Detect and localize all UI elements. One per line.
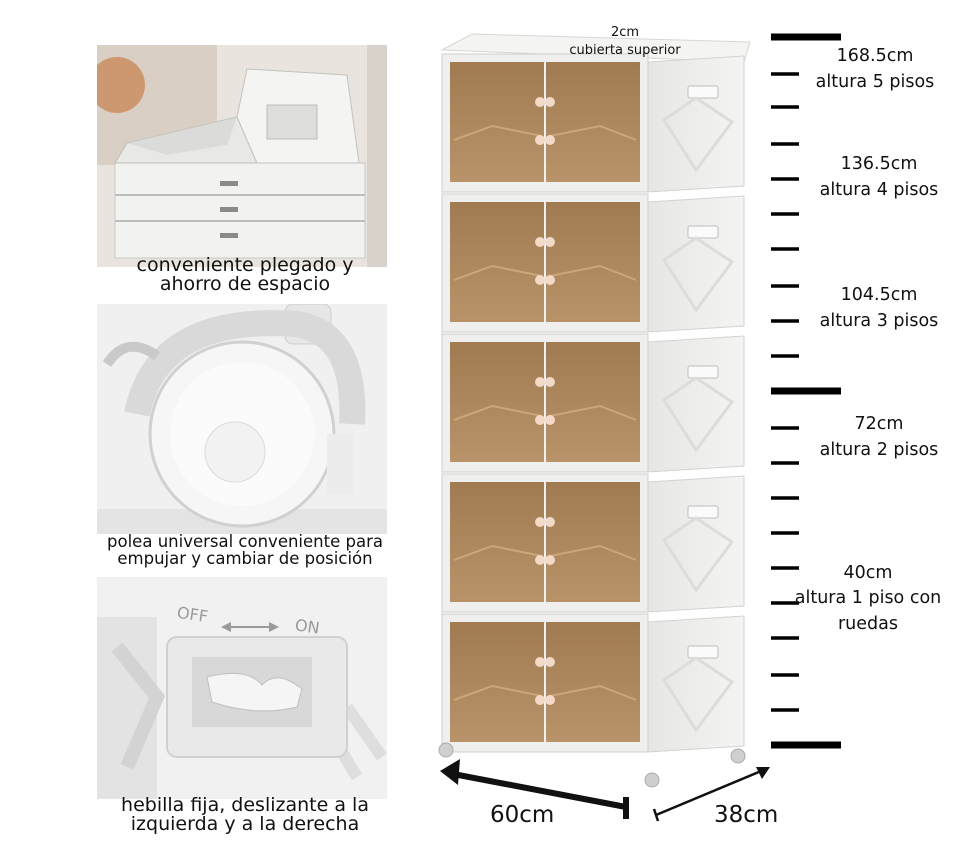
width-dimension: 60cm xyxy=(490,802,555,828)
dimension-arrows xyxy=(440,759,770,822)
cabinet-tier-5-knob-right-bottom xyxy=(545,135,555,145)
depth-dimension: 38cm xyxy=(714,802,779,828)
cabinet-tier-4-door-left xyxy=(450,202,544,322)
feature-image-wheel xyxy=(97,304,387,534)
cabinet-tier-4-knob-right-top xyxy=(545,237,555,247)
cabinet-tier-3-door-right xyxy=(546,342,640,462)
cabinet-tier-1-knob-left-top xyxy=(535,657,545,667)
cabinet-tier-4-knob-left-top xyxy=(535,237,545,247)
cabinet-tier-1-side-handle xyxy=(687,645,719,659)
cabinet-tier-2-side-handle xyxy=(687,505,719,519)
buckle-on-label: ON xyxy=(293,615,321,638)
top-cover-label: cubierta superior xyxy=(569,43,681,59)
storage-cabinet-illustration xyxy=(438,33,751,788)
cabinet-tier-1-knob-left-bottom xyxy=(535,695,545,705)
cabinet-tier-2-knob-right-top xyxy=(545,517,555,527)
cabinet-tier-1-door-right xyxy=(546,622,640,742)
cabinet-tier-1-shelf-right xyxy=(549,684,637,701)
top-cover-thickness: 2cm xyxy=(610,25,640,40)
cabinet-tier-5-knob-right-top xyxy=(545,97,555,107)
height-label-3: 104.5cm altura 3 pisos xyxy=(819,285,939,332)
cabinet-tier-1-knob-right-top xyxy=(545,657,555,667)
cabinet-tier-4-door-right xyxy=(546,202,640,322)
cabinet-tier-2-knob-left-bottom xyxy=(535,555,545,565)
cabinet-tier-3-knob-right-top xyxy=(545,377,555,387)
cabinet-tier-1-door-left xyxy=(450,622,544,742)
cabinet-tier-2-door-left xyxy=(450,482,544,602)
cabinet-tier-3-knob-right-bottom xyxy=(545,415,555,425)
cabinet-tier-5-shelf-right xyxy=(549,124,637,141)
cabinet-tier-2-knob-right-bottom xyxy=(545,555,555,565)
cabinet-tier-2-shelf-left xyxy=(453,544,543,561)
height-label-2: 72cm altura 2 pisos xyxy=(819,414,939,461)
cabinet-tier-4-knob-left-bottom xyxy=(535,275,545,285)
feature-image-folding xyxy=(97,45,387,267)
cabinet-tier-2-side-pattern xyxy=(661,516,735,593)
cabinet-tier-3-side-pattern xyxy=(661,376,735,453)
cabinet-tier-1-shelf-left xyxy=(453,684,543,701)
top-cover-note: 2cm cubierta superior xyxy=(540,24,710,60)
cabinet-tier-5-knob-left-bottom xyxy=(535,135,545,145)
cabinet-tier-3-door-left xyxy=(450,342,544,462)
cabinet-tier-2-shelf-right xyxy=(549,544,637,561)
cabinet-tier-3-side-handle xyxy=(687,365,719,379)
feature-caption-buckle: hebilla fija, deslizante a la izquierda … xyxy=(121,794,369,835)
cabinet-tier-3-knob-left-top xyxy=(535,377,545,387)
cabinet-tier-5-knob-left-top xyxy=(535,97,545,107)
cabinet-tier-4-knob-right-bottom xyxy=(545,275,555,285)
cabinet-tier-5-side-handle xyxy=(687,85,719,99)
cabinet-tier-3-shelf-left xyxy=(453,404,543,421)
cabinet-tier-4-shelf-right xyxy=(549,264,637,281)
cabinet-tier-1-side-pattern xyxy=(661,656,735,733)
height-scale xyxy=(771,33,841,749)
cabinet-tier-4-side-pattern xyxy=(661,236,735,313)
cabinet-tier-5-shelf-left xyxy=(453,124,543,141)
cabinet-tier-3-shelf-right xyxy=(549,404,637,421)
cabinet-tier-4-shelf-left xyxy=(453,264,543,281)
cabinet-tier-5-door-right xyxy=(546,62,640,182)
cabinet-tier-5-door-left xyxy=(450,62,544,182)
height-label-4: 136.5cm altura 4 pisos xyxy=(819,154,939,201)
cabinet-tier-2-knob-left-top xyxy=(535,517,545,527)
cabinet-tier-4-side-handle xyxy=(687,225,719,239)
feature-caption-wheel: polea universal conveniente para empujar… xyxy=(107,532,383,568)
cabinet-tier-1-knob-right-bottom xyxy=(545,695,555,705)
height-label-5: 168.5cm altura 5 pisos xyxy=(815,46,935,93)
height-label-1: 40cm altura 1 piso con ruedas xyxy=(794,563,942,634)
feature-caption-folding: conveniente plegado y ahorro de espacio xyxy=(136,254,354,295)
feature-image-buckle: OFF ON xyxy=(97,577,387,799)
cabinet-tier-3-knob-left-bottom xyxy=(535,415,545,425)
cabinet-tier-5-side-pattern xyxy=(661,96,735,173)
cabinet-tier-2-door-right xyxy=(546,482,640,602)
